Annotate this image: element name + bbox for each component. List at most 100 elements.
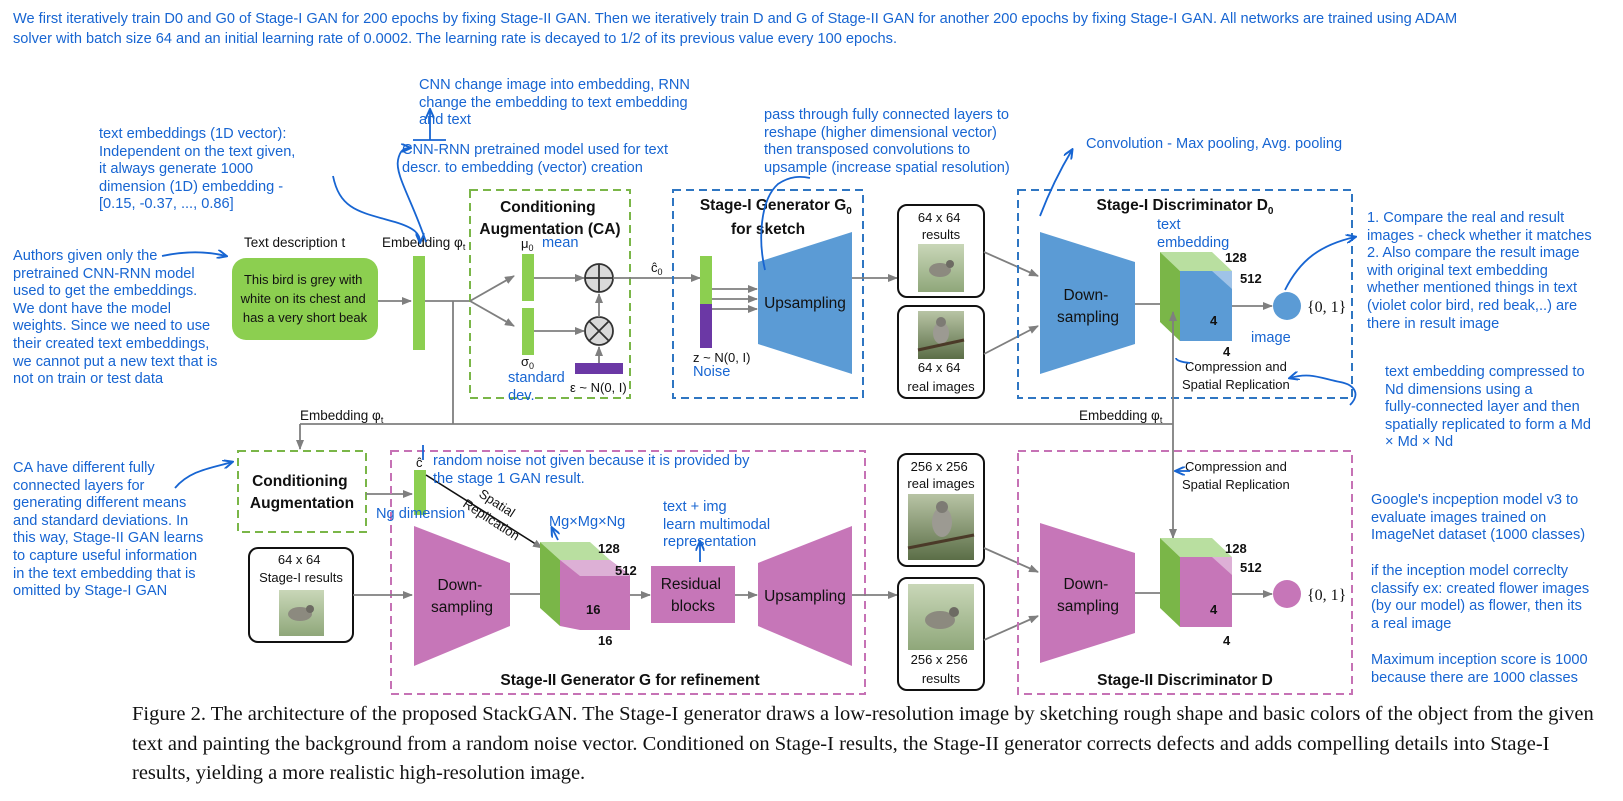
d0-num-4-inner: 4 (1210, 313, 1218, 328)
d0-compression-label: Compression and Spatial Replication (1182, 359, 1291, 392)
ca-stage1-title: Conditioning Augmentation (CA) (479, 199, 620, 238)
annotation-ca-fully: CA have different fully connected layers… (13, 460, 204, 600)
c0-bar (700, 256, 712, 304)
text-line-1: This bird is grey with (244, 272, 362, 287)
d0-downsampling-trapezoid (1040, 232, 1135, 374)
z-label: z ~ N(0, I) (693, 350, 750, 365)
d-feature-cube (1160, 538, 1232, 627)
g0-title: Stage-I Generator G0 for sketch (700, 197, 856, 238)
annotation-text-embedding: text embedding (1157, 217, 1230, 251)
d0-output-label: {0, 1} (1307, 299, 1346, 316)
d-output-node (1273, 580, 1301, 608)
top-note-line-2: solver with batch size 64 and an initial… (13, 31, 897, 47)
d0-num-4-outer: 4 (1223, 344, 1231, 359)
annotation-authors: Authors given only the pretrained CNN-RN… (13, 248, 218, 388)
g-num-128: 128 (598, 541, 620, 556)
annotation-compressed: text embedding compressed to Nd dimensio… (1385, 364, 1592, 451)
mu-label: μ0 (521, 236, 534, 253)
g-downsampling-label: Down- sampling (431, 577, 493, 616)
top-note: We first iteratively train D0 and G0 of … (13, 9, 1613, 49)
g-title: Stage-II Generator G for refinement (500, 672, 759, 689)
residual-blocks (651, 566, 735, 623)
annotation-inception2: if the inception model correclty classif… (1371, 563, 1590, 632)
annotation-ng-dimension: Ng dimension (376, 506, 466, 522)
ca2-frame (237, 450, 367, 533)
annotation-standard-dev: standard dev. (508, 370, 565, 404)
g0-frame (672, 189, 864, 399)
annotation-noise: Noise (693, 364, 731, 380)
d0-feature-cube (1160, 252, 1232, 341)
c-hat-label: ĉ (416, 455, 423, 470)
real-256-label: 256 x 256 real images (907, 459, 975, 491)
g-upsampling-trapezoid (758, 526, 852, 666)
g-frame (390, 450, 866, 695)
embedding-right-label: Embedding φt (1079, 408, 1163, 425)
annotation-fully-connected: pass through fully connected layers to r… (764, 107, 1010, 176)
d-frame (1017, 450, 1353, 695)
d0-frame (1017, 189, 1353, 399)
ca2-title: Conditioning Augmentation (250, 473, 354, 512)
bird-image-small-real (917, 311, 965, 359)
annotation-convolution: Convolution - Max pooling, Avg. pooling (1086, 136, 1343, 152)
bird-image-stage1 (279, 590, 324, 636)
g0-upsampling-label: Upsampling (764, 295, 846, 312)
epsilon-bar (575, 363, 623, 374)
results-64-label: 64 x 64 results (918, 210, 964, 242)
g-num-512: 512 (615, 563, 637, 578)
d-num-128: 128 (1225, 541, 1247, 556)
c-hat-bar (414, 470, 426, 515)
annotation-image: image (1251, 330, 1291, 346)
real-64-label: 64 x 64 real images (907, 360, 975, 394)
top-note-line-1: We first iteratively train D0 and G0 of … (13, 11, 1458, 27)
text-description-label: Text description t (244, 235, 346, 250)
g-downsampling-trapezoid (414, 526, 510, 666)
text-line-3: has a very short beak (243, 310, 368, 325)
sigma-label: σ0 (521, 354, 534, 371)
annotation-mg: Mg×Mg×Ng (549, 514, 626, 530)
g0-upsampling-trapezoid (758, 232, 852, 374)
g-num-16-inner: 16 (586, 602, 600, 617)
d-downsampling-label: Down- sampling (1057, 576, 1119, 615)
results-256-label: 256 x 256 results (911, 652, 972, 686)
annotation-inception: Google's incpeption model v3 to evaluate… (1371, 492, 1586, 544)
annotation-text-embeddings: text embeddings (1D vector): Independent… (99, 126, 296, 213)
text-line-2: white on its chest and (240, 291, 366, 306)
annotation-random-noise: random noise not given because it is pro… (433, 453, 750, 487)
d-num-4-outer: 4 (1223, 633, 1231, 648)
text-description-box (232, 258, 378, 340)
d-num-512: 512 (1240, 560, 1262, 575)
d-num-4-inner: 4 (1210, 602, 1218, 617)
annotation-mean: mean (542, 235, 579, 251)
bird-image-small-result (918, 244, 964, 292)
figure-caption: Figure 2. The architecture of the propos… (132, 703, 1594, 784)
embedding-left-label: Embedding φt (300, 408, 384, 425)
sigma-bar (522, 308, 534, 355)
annotation-compare: 1. Compare the real and result images - … (1367, 210, 1592, 332)
d0-title: Stage-I Discriminator D0 (1097, 197, 1274, 217)
text-description-content: This bird is grey with white on its ches… (240, 272, 370, 325)
annotation-arrows (161, 110, 1355, 562)
annotation-max-score: Maximum inception score is 1000 because … (1371, 652, 1588, 686)
bird-image-large-result (908, 584, 974, 650)
g-feature-cube (540, 542, 630, 630)
c0-label: ĉ0 (651, 260, 663, 277)
d-compression-label: Compression and Spatial Replication (1182, 459, 1291, 492)
stage1-results-label: 64 x 64 Stage-I results (259, 552, 343, 585)
g-upsampling-label: Upsampling (764, 588, 846, 605)
d0-num-512: 512 (1240, 271, 1262, 286)
d-title: Stage-II Discriminator D (1097, 672, 1273, 689)
d-downsampling-trapezoid (1040, 523, 1135, 663)
d0-output-node (1273, 292, 1301, 320)
noise-bar (700, 304, 712, 348)
epsilon-label: ε ~ N(0, I) (570, 380, 627, 395)
g-num-16-outer: 16 (598, 633, 612, 648)
annotation-cnn-rnn-change: CNN change image into embedding, RNN cha… (419, 77, 690, 129)
d0-downsampling-label: Down- sampling (1057, 287, 1119, 326)
residual-label: Residual blocks (661, 576, 726, 615)
arrow-to-mu (469, 275, 515, 302)
d0-num-128: 128 (1225, 250, 1247, 265)
ca-stage1-frame (469, 189, 631, 399)
bird-image-large-real (907, 494, 975, 560)
embedding-bar (413, 256, 425, 350)
spatial-replication-arrow (425, 474, 543, 549)
